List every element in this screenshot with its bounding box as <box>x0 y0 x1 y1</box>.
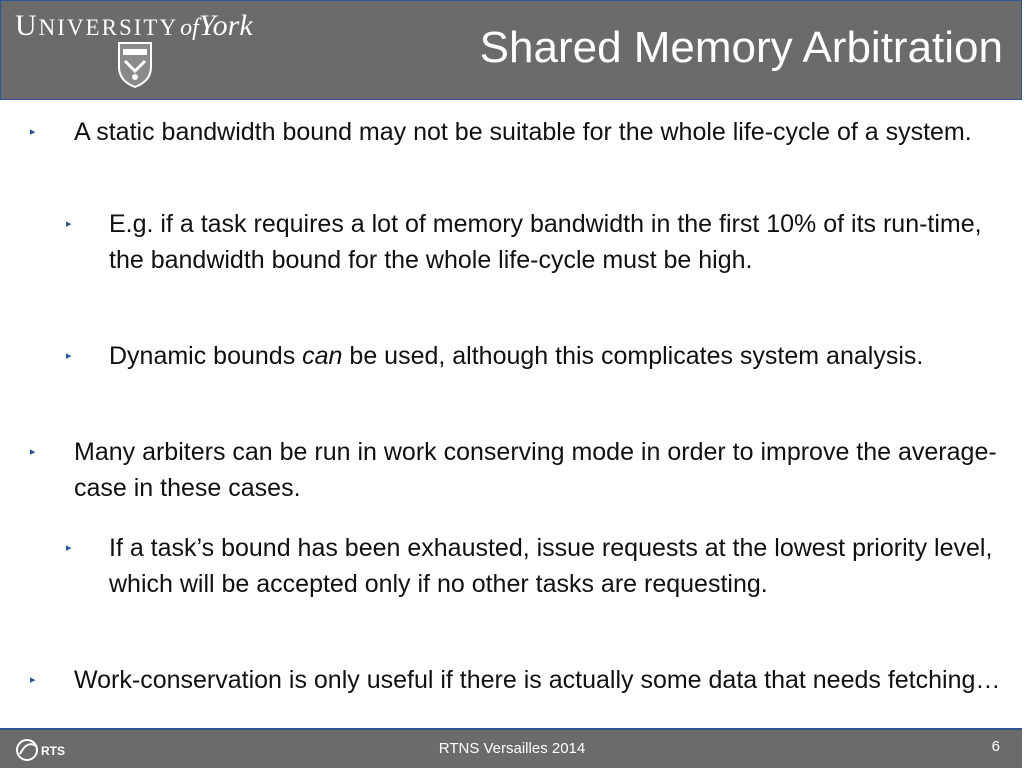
slide-header: UNIVERSITYofYork Shared Memory Arbitrati… <box>0 0 1022 100</box>
bullet-item: ▸ Many arbiters can be run in work conse… <box>30 434 1019 506</box>
sub-bullet-item: ▸ If a task’s bound has been exhausted, … <box>66 530 1004 602</box>
university-of-york-logo: UNIVERSITYofYork <box>15 9 253 42</box>
slide-footer: RTS RTNS Versailles 2014 6 <box>0 728 1022 768</box>
triangle-right-icon: ▸ <box>30 126 36 138</box>
sub-bullet-item: ▸ Dynamic bounds can be used, although t… <box>66 338 1004 374</box>
sub-bullet-item: ▸ E.g. if a task requires a lot of memor… <box>66 206 1004 278</box>
triangle-right-icon: ▸ <box>30 674 36 686</box>
triangle-right-icon: ▸ <box>66 218 72 230</box>
bullet-item: ▸ Work-conservation is only useful if th… <box>30 662 1019 698</box>
triangle-right-icon: ▸ <box>30 446 36 458</box>
svg-text:RTS: RTS <box>41 744 65 758</box>
footer-event-text: RTNS Versailles 2014 <box>438 740 586 757</box>
bullet-item: ▸ A static bandwidth bound may not be su… <box>30 114 1019 150</box>
triangle-right-icon: ▸ <box>66 542 72 554</box>
page-number: 6 <box>991 738 1000 755</box>
slide-title: Shared Memory Arbitration <box>479 23 1003 72</box>
rts-logo: RTS <box>16 739 65 761</box>
triangle-right-icon: ▸ <box>66 350 72 362</box>
york-crest-icon <box>118 42 152 89</box>
